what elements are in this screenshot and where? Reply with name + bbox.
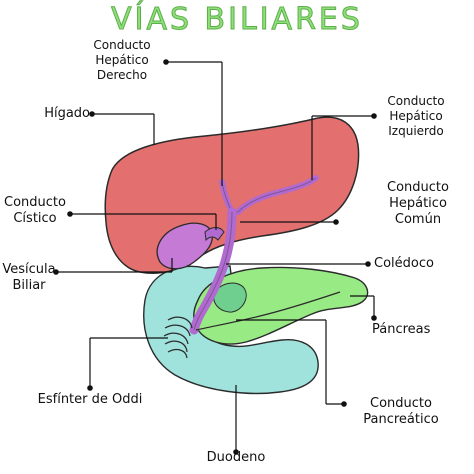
label-line: Conducto [370,396,432,411]
label-line: Izquierdo [388,124,444,138]
common-bile-duct-shape [189,207,237,335]
diagram-title: VÍAS BILIARES [111,2,363,38]
label-gallbladder: Vesícula Biliar [2,262,56,294]
label-line: Hepático [389,196,447,211]
label-oddi-sphincter: Esfínter de Oddi [37,392,143,407]
label-bile-duct: Colédoco [374,256,434,271]
label-line: Cístico [13,211,57,226]
label-line: Pancreático [363,412,439,427]
label-liver: Hígado [44,106,90,121]
label-line: Conducto [387,180,449,195]
label-line: Común [394,212,442,227]
hepatic-ducts-shape [219,175,319,215]
label-line: Hepático [95,53,149,67]
label-line: Conducto [387,94,445,108]
label-pancreatic-duct: Conducto Pancreático [346,396,456,428]
label-hepatic-duct-left: Conducto Hepático Izquierdo [370,94,462,139]
label-line: Vesícula [2,262,56,277]
label-cystic-duct: Conducto Cístico [0,195,70,227]
pancreas-head [213,282,247,313]
oddi-sphincter-shape [163,316,193,359]
cystic-duct-shape [204,227,225,242]
label-common-hepatic-duct: Conducto Hepático Común [368,180,468,228]
pancreatic-duct-shape [195,291,341,331]
label-pancreas: Páncreas [372,322,431,337]
label-line: Hepático [389,109,443,123]
label-duodenum: Duodeno [206,450,266,465]
label-hepatic-duct-right: Conducto Hepático Derecho [78,38,166,83]
leader-lines [53,59,377,455]
label-line: Biliar [12,278,46,293]
label-line: Derecho [96,68,148,82]
label-line: Conducto [93,38,151,52]
label-line: Conducto [4,195,66,210]
